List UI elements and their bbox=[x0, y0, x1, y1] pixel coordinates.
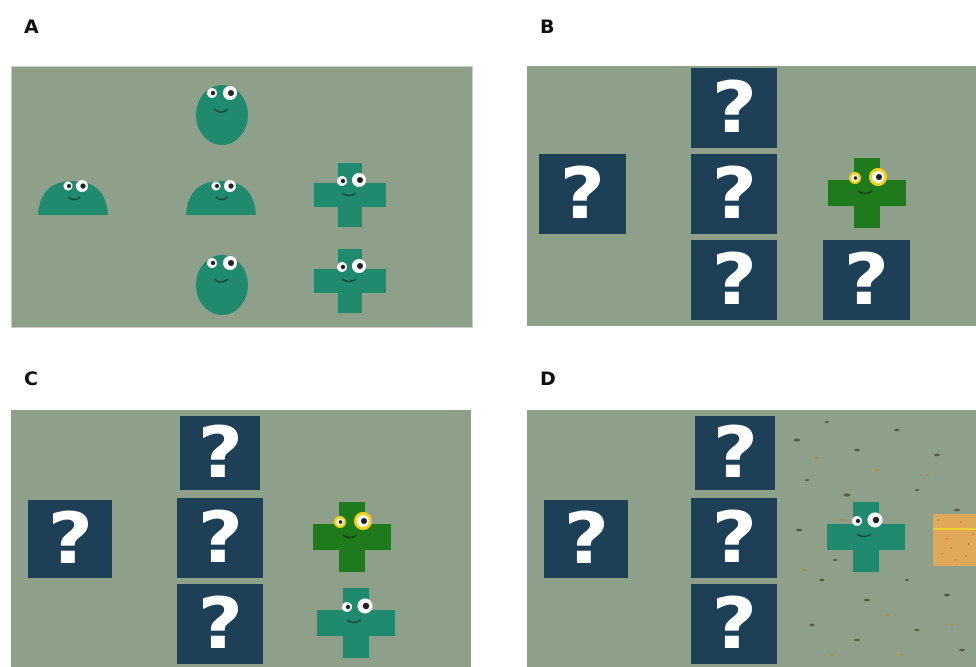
panel-c: ? ? ? ? bbox=[11, 410, 471, 667]
question-card: ? bbox=[691, 240, 777, 320]
panel-b: ? ? ? ? ? bbox=[527, 66, 976, 326]
egg-creature bbox=[192, 247, 252, 315]
question-card: ? bbox=[177, 584, 263, 664]
question-card: ? bbox=[539, 154, 626, 234]
question-card: ? bbox=[691, 498, 777, 578]
orange-box bbox=[933, 514, 976, 566]
panel-c-label: C bbox=[24, 368, 38, 390]
question-card: ? bbox=[544, 500, 628, 578]
panel-d-label: D bbox=[540, 368, 556, 390]
dome-creature bbox=[186, 175, 256, 215]
egg-creature bbox=[192, 77, 252, 145]
panel-a-label: A bbox=[24, 16, 39, 38]
question-card: ? bbox=[28, 500, 112, 578]
cross-creature bbox=[317, 588, 395, 658]
green-cross-creature bbox=[313, 502, 391, 572]
cross-creature bbox=[314, 249, 386, 313]
question-card: ? bbox=[695, 416, 775, 490]
panel-d: ? ? ? ? bbox=[527, 410, 976, 667]
question-card: ? bbox=[691, 584, 777, 664]
question-card: ? bbox=[180, 416, 260, 490]
green-cross-creature bbox=[828, 158, 906, 228]
dome-creature bbox=[38, 175, 108, 215]
panel-b-label: B bbox=[540, 16, 554, 38]
cross-creature bbox=[314, 163, 386, 227]
question-card: ? bbox=[691, 154, 777, 234]
question-card: ? bbox=[823, 240, 910, 320]
question-card: ? bbox=[177, 498, 263, 578]
panel-a bbox=[11, 66, 473, 328]
cross-creature bbox=[827, 502, 905, 572]
question-card: ? bbox=[691, 68, 777, 148]
